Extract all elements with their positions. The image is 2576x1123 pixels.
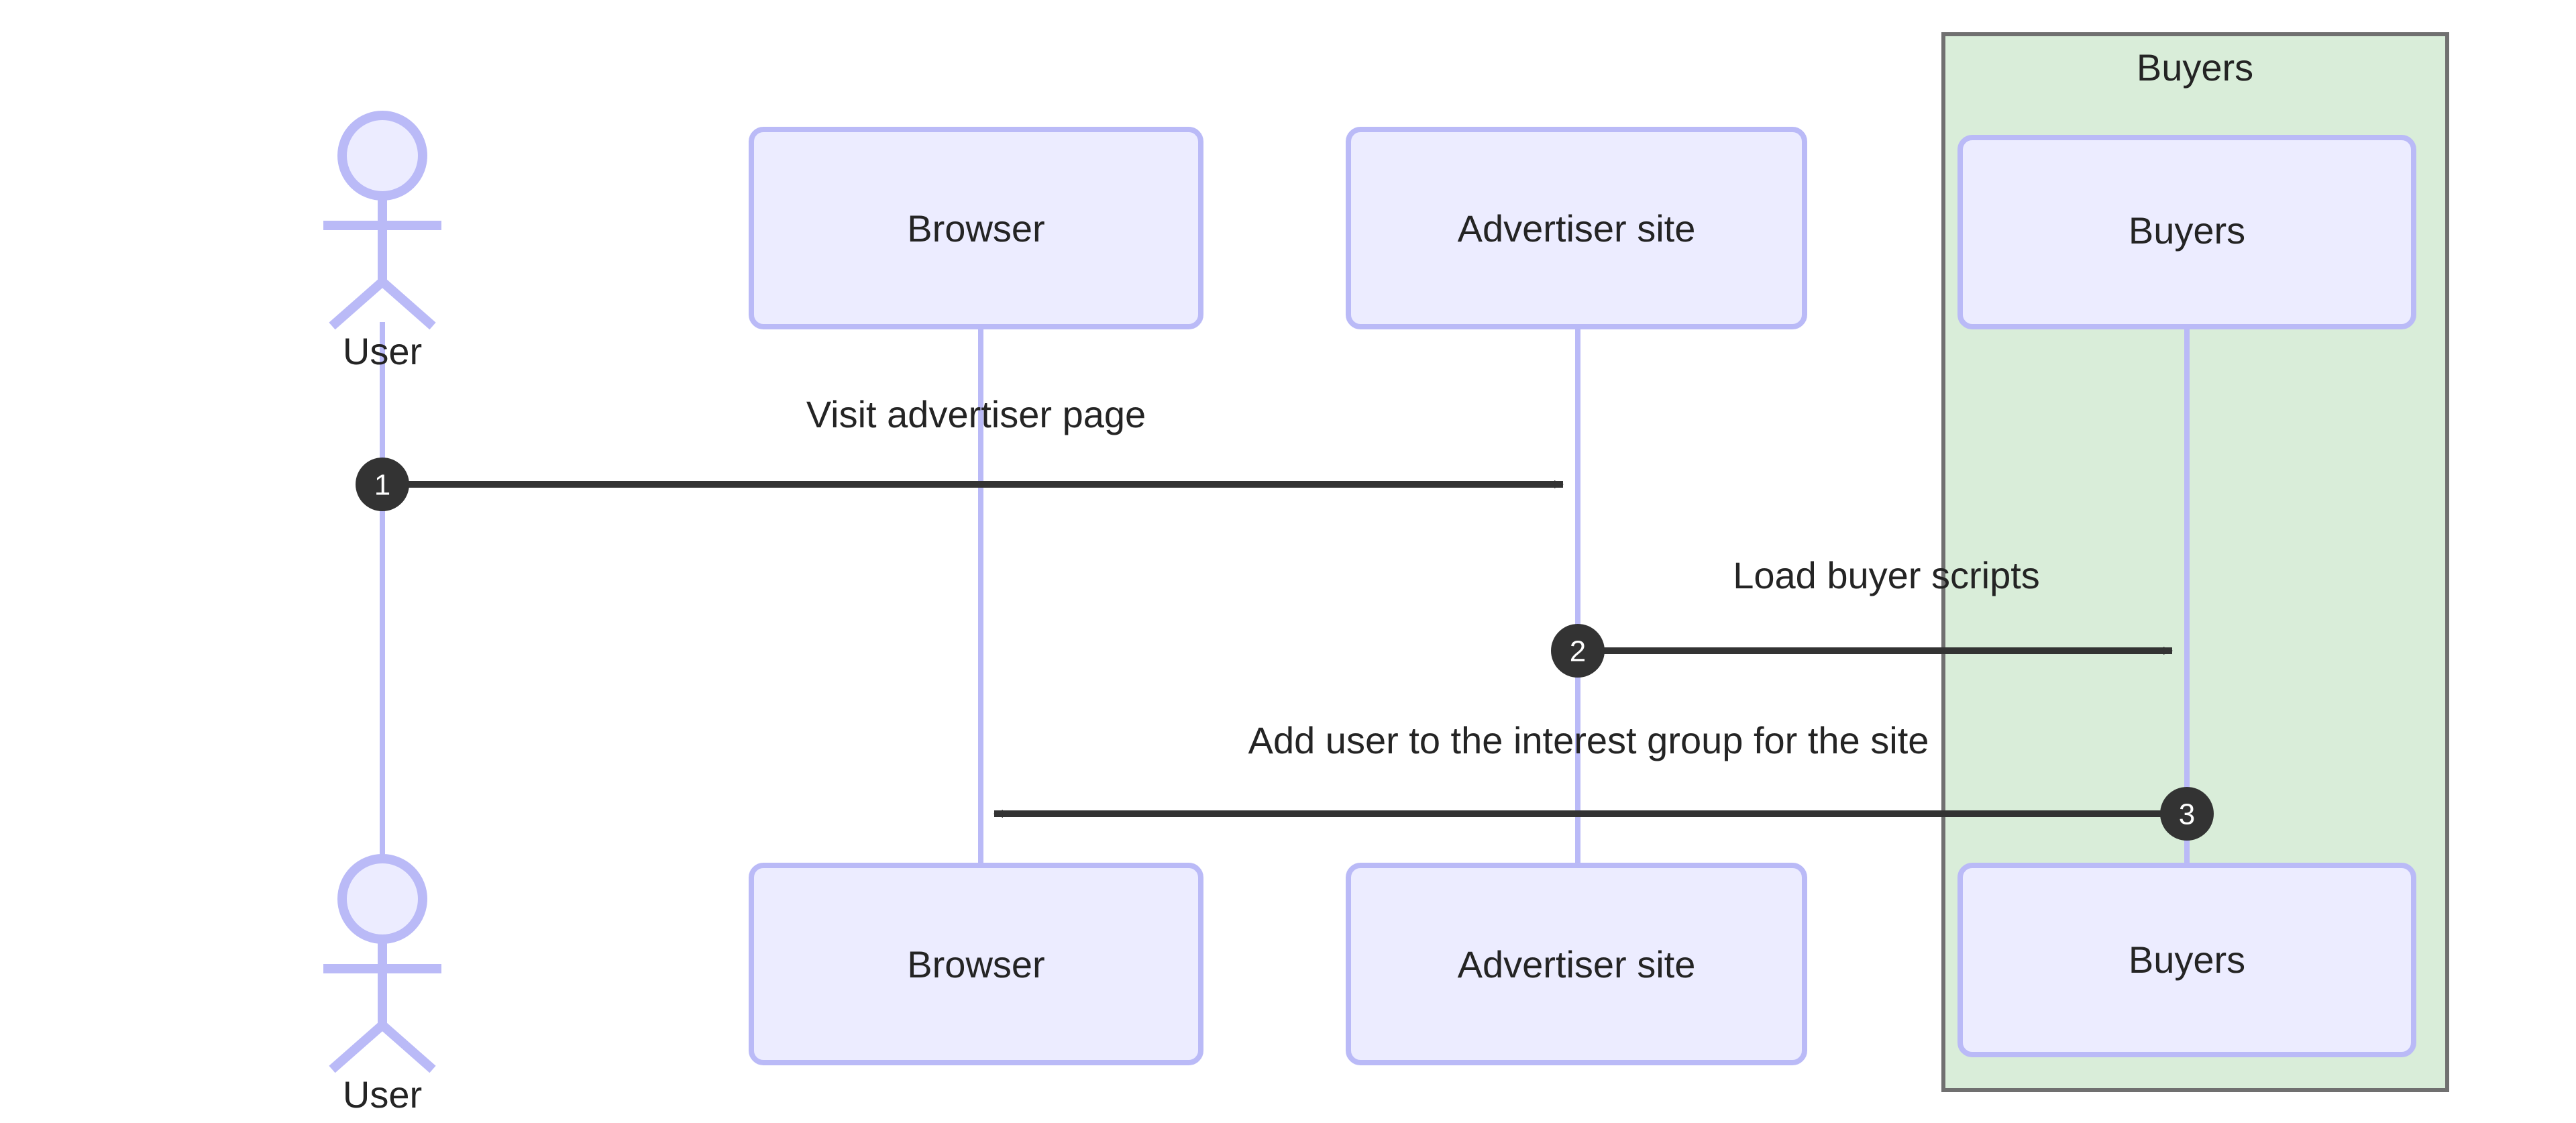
message-label-1: Visit advertiser page — [806, 393, 1146, 435]
actor-right-leg-icon — [379, 278, 436, 330]
participant-box-rect — [1346, 127, 1807, 329]
message-label-2: Load buyer scripts — [1733, 554, 2040, 596]
participant-browser-top[interactable]: Browser — [749, 127, 1203, 329]
participant-label-buyers-bottom: Buyers — [2129, 939, 2245, 981]
participant-box-rect — [749, 127, 1203, 329]
sequence-number-2: 2 — [1570, 635, 1586, 668]
participant-label-advertiser-top: Advertiser site — [1458, 207, 1696, 250]
lifelines — [380, 322, 2190, 892]
actor-label-user-bottom: User — [343, 1073, 422, 1116]
actor-left-leg-icon — [329, 1021, 386, 1073]
sequence-number-1: 1 — [374, 469, 390, 502]
sequence-marker-2-circle — [1551, 624, 1605, 678]
participant-box-rect — [749, 863, 1203, 1065]
participant-label-advertiser-bottom: Advertiser site — [1458, 943, 1696, 985]
participant-box-rect — [1957, 863, 2416, 1057]
participant-advertiser-top[interactable]: Advertiser site — [1346, 127, 1807, 329]
participant-buyers-top[interactable]: Buyers — [1957, 135, 2416, 329]
actor-label-user-top: User — [343, 330, 422, 372]
group-box-title: Buyers — [2137, 46, 2253, 89]
actor-right-leg-icon — [379, 1021, 436, 1073]
participant-label-buyers-top: Buyers — [2129, 209, 2245, 252]
participant-label-browser-top: Browser — [907, 207, 1044, 250]
message-2[interactable]: Load buyer scripts 2 — [1551, 554, 2173, 678]
message-label-3: Add user to the interest group for the s… — [1248, 719, 1929, 761]
participant-box-rect — [1957, 135, 2416, 329]
actor-left-leg-icon — [329, 278, 386, 330]
actor-user-top[interactable]: User — [323, 111, 441, 372]
actor-head-icon — [337, 854, 427, 944]
participant-label-browser-bottom: Browser — [907, 943, 1044, 985]
sequence-number-3: 3 — [2179, 798, 2195, 831]
message-1[interactable]: Visit advertiser page 1 — [356, 393, 1564, 511]
sequence-marker-3-circle — [2160, 787, 2214, 841]
participant-browser-bottom[interactable]: Browser — [749, 863, 1203, 1065]
participant-advertiser-bottom[interactable]: Advertiser site — [1346, 863, 1807, 1065]
actor-user-bottom[interactable]: User — [323, 854, 441, 1116]
message-3[interactable]: Add user to the interest group for the s… — [994, 719, 2214, 841]
participant-buyers-bottom[interactable]: Buyers — [1957, 863, 2416, 1057]
actor-head-icon — [337, 111, 427, 201]
participant-box-rect — [1346, 863, 1807, 1065]
sequence-marker-1-circle — [356, 458, 409, 511]
